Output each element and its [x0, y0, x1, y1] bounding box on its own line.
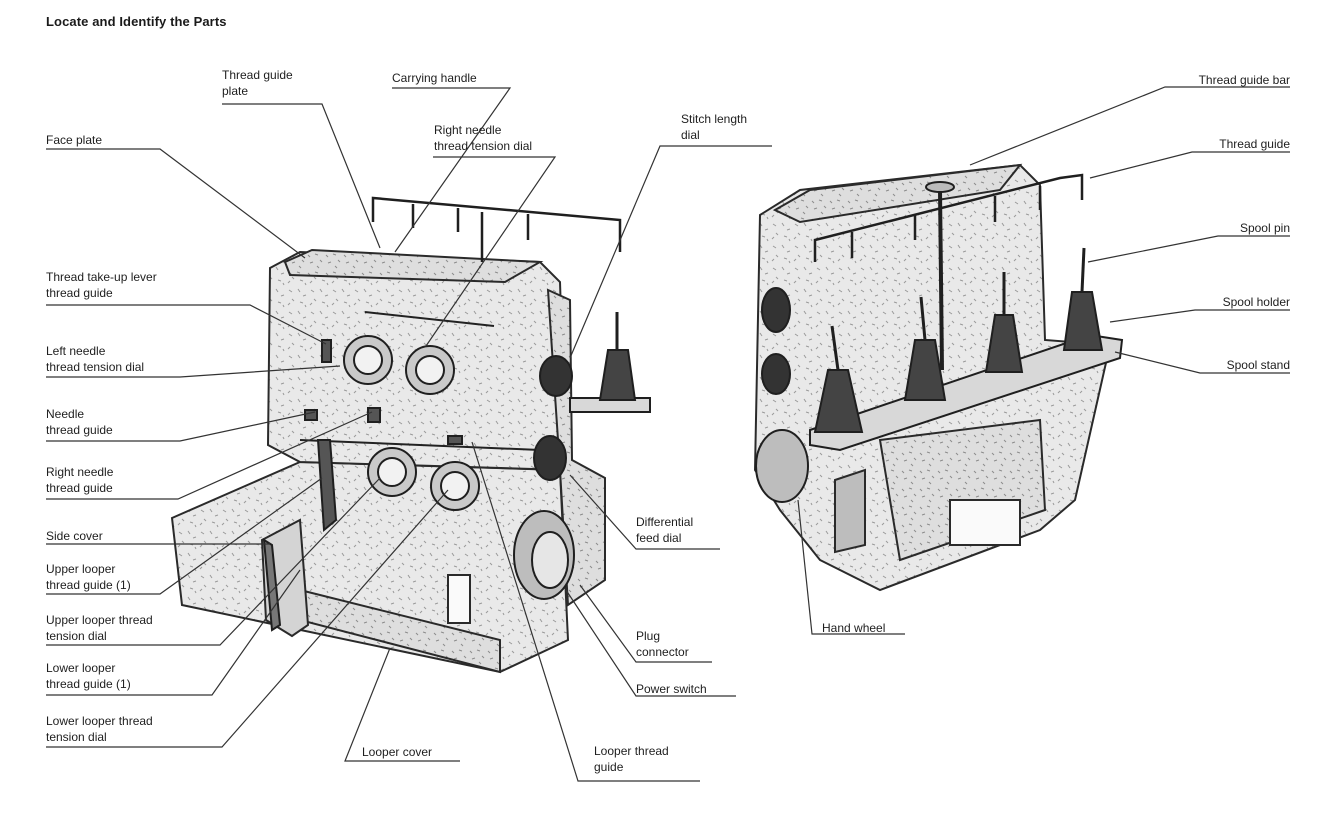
label-carrying-handle: Carrying handle [392, 71, 477, 85]
rear-base [878, 418, 1047, 562]
machine-base [170, 460, 570, 674]
label-face-plate: Face plate [46, 133, 103, 147]
leader-lines [46, 86, 1290, 782]
label-spool-holder: Spool holder [1222, 295, 1290, 309]
page-title: Locate and Identify the Parts [46, 14, 227, 29]
label-hand-wheel: Hand wheel [822, 621, 886, 635]
front-thread-guide-bar [371, 196, 622, 262]
tension-dials [343, 335, 575, 600]
label-looper-cover: Looper cover [362, 745, 433, 759]
front-machine-details [299, 311, 541, 451]
front-slot [447, 574, 471, 624]
label-thread-guide-bar: Thread guide bar [1198, 73, 1290, 87]
rear-slot [949, 499, 1021, 546]
label-spool-pin: Spool pin [1239, 221, 1290, 235]
front-spool-stand [569, 312, 651, 413]
front-guides [262, 339, 463, 632]
label-thread-guide: Thread guide [1219, 137, 1290, 151]
label-power-switch: Power switch [636, 682, 707, 696]
label-spool-stand: Spool stand [1226, 358, 1290, 372]
top-plate [283, 248, 544, 284]
label-side-cover: Side cover [46, 529, 103, 543]
rear-machine-details [755, 173, 1124, 503]
rear-top [772, 163, 1023, 224]
rear-vent [834, 468, 866, 554]
